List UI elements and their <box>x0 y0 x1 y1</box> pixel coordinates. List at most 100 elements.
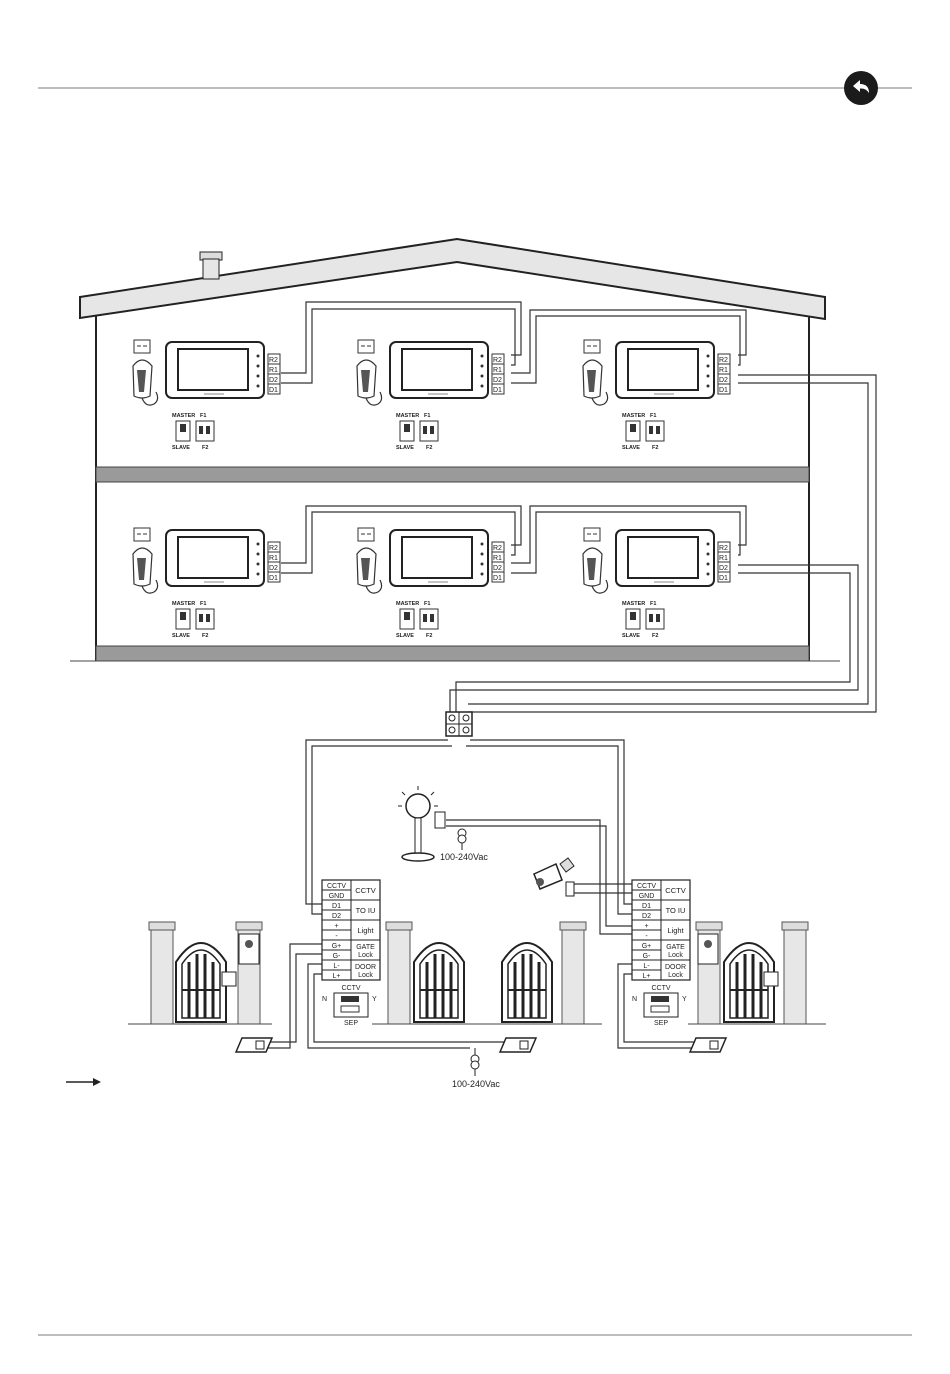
switch-label-slave: SLAVE <box>172 445 190 451</box>
switch-label-sep: SEP <box>344 1020 358 1027</box>
terminal-label: D2 <box>493 565 502 572</box>
terminal-label: D1 <box>493 387 502 394</box>
switch-label-f1: F1 <box>650 413 656 419</box>
switch-label-master: MASTER <box>622 413 645 419</box>
terminal-label: D2 <box>493 377 502 384</box>
panel-terminal-label: L+ <box>643 973 651 980</box>
panel-terminal-label: CCTV <box>637 883 656 890</box>
panel-terminal-label: L- <box>643 963 650 970</box>
switch-label-f2: F2 <box>652 633 658 639</box>
top-divider <box>38 87 912 89</box>
intercom-handset-icon <box>132 339 281 442</box>
switch-label-master: MASTER <box>396 413 419 419</box>
return-arrow-icon[interactable] <box>844 71 878 105</box>
terminal-label: D2 <box>269 565 278 572</box>
terminal-label: R1 <box>719 367 728 374</box>
panel-terminal-label: GND <box>639 893 655 900</box>
panel-function-label: TO IU <box>356 906 376 915</box>
bus-wires <box>262 301 877 1049</box>
terminal-label: R2 <box>269 545 278 552</box>
terminal-label: R1 <box>719 555 728 562</box>
intercom-handset-icon <box>132 527 281 630</box>
panel-terminal-label: D2 <box>642 913 651 920</box>
electric-lock-icon <box>235 1037 727 1053</box>
power-label-top: 100-240Vac <box>440 852 488 862</box>
switch-label-cctv: CCTV <box>341 985 360 992</box>
switch-label-n: N <box>322 996 327 1003</box>
panel-terminal-label: L+ <box>333 973 341 980</box>
panel-function-label: Light <box>357 926 374 935</box>
terminal-label: R1 <box>269 555 278 562</box>
panel-function-label: CCTV <box>665 886 685 895</box>
switch-label-f2: F2 <box>652 445 658 451</box>
panel-terminal-label: D1 <box>642 903 651 910</box>
panel-terminal-label: - <box>645 933 648 940</box>
terminal-label: D1 <box>719 387 728 394</box>
panel-terminal-label: G+ <box>332 943 342 950</box>
panel-function-label: Lock <box>358 952 373 959</box>
junction-box <box>445 711 473 737</box>
switch-label-slave: SLAVE <box>622 445 640 451</box>
panel-terminal-label: L- <box>333 963 340 970</box>
bottom-divider <box>38 1334 912 1336</box>
panel-terminal-label: G- <box>643 953 651 960</box>
transformer-icon <box>457 828 467 850</box>
intercom-handset-icon <box>356 339 505 442</box>
intercom-handset-icon <box>582 527 731 630</box>
panel-terminal-label: + <box>334 923 338 930</box>
terminal-label: R2 <box>269 357 278 364</box>
panel-terminal-label: GND <box>329 893 345 900</box>
terminal-label: D1 <box>269 387 278 394</box>
panel-function-label: CCTV <box>355 886 375 895</box>
terminal-label: R1 <box>493 555 502 562</box>
panel-terminal-label: CCTV <box>327 883 346 890</box>
panel-function-label: Lock <box>668 972 683 979</box>
transformer-icon-bottom <box>470 1048 480 1076</box>
terminal-label: D1 <box>269 575 278 582</box>
terminal-label: R2 <box>719 545 728 552</box>
arrow-right-icon <box>66 1078 101 1086</box>
terminal-label: R2 <box>493 545 502 552</box>
switch-label-y: Y <box>372 996 377 1003</box>
terminal-label: R2 <box>493 357 502 364</box>
terminal-label: R1 <box>269 367 278 374</box>
terminal-label: D1 <box>493 575 502 582</box>
panel-terminal-label: - <box>335 933 338 940</box>
intercom-handset-icon <box>356 527 505 630</box>
house-outline <box>70 237 840 662</box>
terminal-label: D2 <box>269 377 278 384</box>
switch-label-n: N <box>632 996 637 1003</box>
switch-label-f1: F1 <box>200 601 206 607</box>
switch-label-master: MASTER <box>396 601 419 607</box>
switch-label-f2: F2 <box>426 445 432 451</box>
switch-label-y: Y <box>682 996 687 1003</box>
panel-function-label: Lock <box>358 972 373 979</box>
panel-terminal-label: D2 <box>332 913 341 920</box>
switch-label-master: MASTER <box>172 413 195 419</box>
lamp-icon <box>398 786 446 862</box>
switch-label-f2: F2 <box>202 633 208 639</box>
camera-icon <box>533 857 575 897</box>
switch-label-cctv: CCTV <box>651 985 670 992</box>
switch-label-sep: SEP <box>654 1020 668 1027</box>
switch-label-slave: SLAVE <box>622 633 640 639</box>
terminal-label: D2 <box>719 377 728 384</box>
panel-function-label: GATE <box>356 944 375 951</box>
power-label-bottom: 100-240Vac <box>452 1079 500 1089</box>
panel-function-label: Lock <box>668 952 683 959</box>
switch-label-master: MASTER <box>622 601 645 607</box>
panel-terminal-label: G- <box>333 953 341 960</box>
panel-function-label: Light <box>667 926 684 935</box>
switch-label-slave: SLAVE <box>172 633 190 639</box>
intercom-handset-icon <box>582 339 731 442</box>
switch-label-f2: F2 <box>202 445 208 451</box>
